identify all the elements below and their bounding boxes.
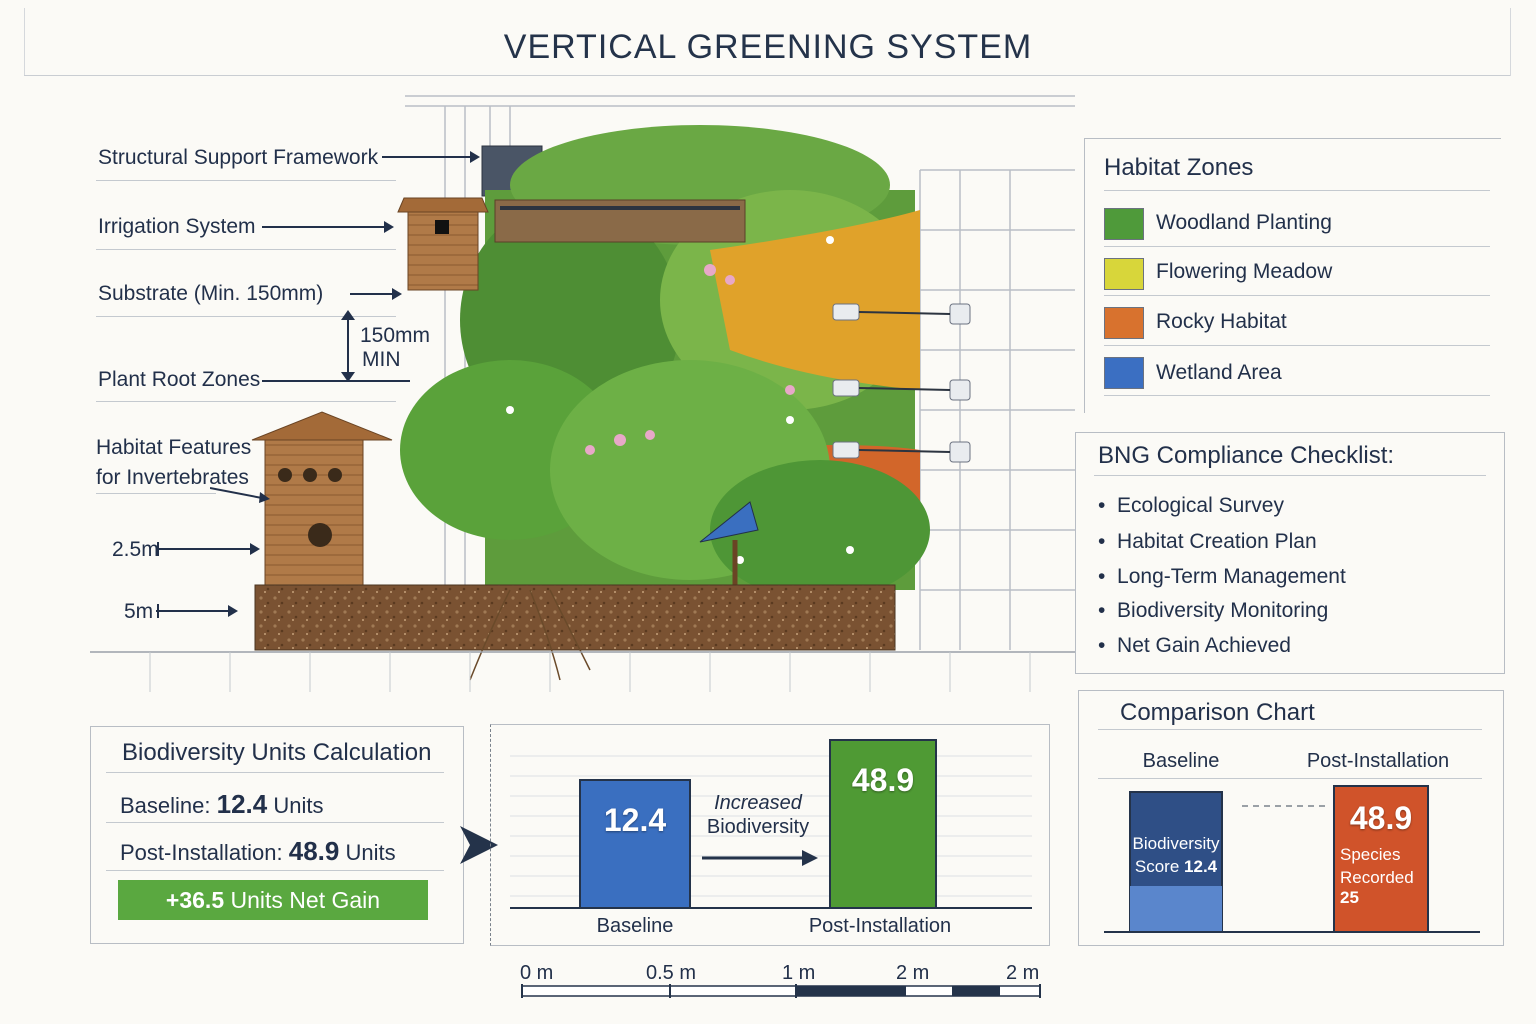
comparison-bar-chart — [1104, 785, 1480, 933]
checklist-item: • Biodiversity Monitoring — [1098, 599, 1329, 622]
checklist-item: • Habitat Creation Plan — [1098, 530, 1317, 553]
comparison-header-post: Post-Installation — [1306, 750, 1450, 772]
center-label-baseline: Baseline — [596, 915, 674, 937]
comparison-baseline-line2: Score 12.4 — [1134, 857, 1218, 876]
title-frame-left — [24, 8, 25, 76]
checklist-panel — [1075, 432, 1505, 674]
zone-rule-3 — [1104, 345, 1490, 346]
depth-dimension-arrow — [341, 310, 355, 382]
calculation-rule-1 — [106, 772, 444, 773]
habitat-zones-rule — [1104, 190, 1490, 191]
zone-wetland-label: Wetland Area — [1156, 361, 1282, 384]
center-bar-chart — [510, 739, 1032, 909]
calculation-rule-3 — [106, 870, 444, 871]
rule-substrate — [96, 316, 396, 317]
post-value: 48.9 — [288, 836, 340, 866]
center-value-post-installation: 48.9 — [851, 762, 915, 798]
zone-rule-4 — [1104, 395, 1490, 396]
label-habitat-features: Habitat Features — [96, 436, 252, 459]
comparison-species-count: 25 — [1340, 888, 1359, 907]
title-divider — [24, 75, 1510, 76]
comparison-post-value: 48.9 — [1349, 800, 1413, 836]
zone-woodland-label: Woodland Planting — [1156, 211, 1332, 234]
depth-min: MIN — [362, 348, 401, 371]
rule-framework — [96, 180, 396, 181]
arrow-framework — [382, 151, 480, 163]
title-frame-right — [1510, 8, 1511, 76]
center-value-baseline: 12.4 — [603, 802, 667, 838]
comparison-post-line1: Species — [1340, 845, 1401, 864]
scale-label-4: 2 m — [1006, 962, 1040, 984]
biodiversity-annotation: Biodiversity — [706, 816, 810, 838]
label-irrigation-system: Irrigation System — [98, 215, 256, 238]
comparison-baseline-line1: Biodiversity — [1132, 834, 1220, 853]
center-bar-post-installation — [829, 739, 937, 909]
zone-rule-2 — [1104, 295, 1490, 296]
arrow-habitat — [210, 487, 270, 503]
center-bar-baseline — [579, 779, 691, 909]
label-for-invertebrates: for Invertebrates — [96, 466, 249, 489]
scale-label-2: 1 m — [782, 962, 816, 984]
zone-rocky-label: Rocky Habitat — [1156, 310, 1287, 333]
arrow-to-chart-icon — [460, 826, 498, 864]
arrow-substrate — [350, 288, 402, 300]
calculation-title: Biodiversity Units Calculation — [122, 739, 432, 766]
arrow-irrigation — [262, 221, 394, 233]
checklist-item: • Ecological Survey — [1098, 494, 1284, 517]
arrow-height-2-5m — [156, 542, 260, 556]
label-plant-root-zones: Plant Root Zones — [98, 368, 261, 391]
increased-annotation: Increased — [714, 792, 802, 814]
label-substrate: Substrate (Min. 150mm) — [98, 282, 324, 305]
comparison-post-line2: Recorded 25 — [1340, 868, 1414, 907]
scale-bar — [521, 984, 1041, 998]
baseline-row: Baseline: 12.4 Units — [120, 789, 324, 819]
scale-label-3: 2 m — [896, 962, 930, 984]
post-installation-row: Post-Installation: 48.9 Units — [120, 836, 396, 866]
page-title: VERTICAL GREENING SYSTEM — [503, 28, 1033, 66]
calculation-rule-2 — [106, 822, 444, 823]
height-label-2-5m: 2.5m — [112, 538, 159, 561]
center-chart-panel — [490, 724, 1050, 946]
habitat-zones-title: Habitat Zones — [1104, 154, 1254, 181]
checklist-rule — [1094, 475, 1486, 476]
comparison-baseline-value: 12.4 — [1184, 857, 1218, 876]
line-root-zones — [262, 380, 410, 382]
zone-rule-1 — [1104, 246, 1490, 247]
habitat-zones-panel — [1084, 138, 1501, 413]
zone-meadow-label: Flowering Meadow — [1156, 260, 1333, 283]
swatch-wetland — [1104, 357, 1144, 389]
living-wall-illustration — [90, 95, 1080, 692]
comparison-rule-1 — [1098, 729, 1482, 730]
rule-irrigation — [96, 249, 396, 250]
rule-roots — [96, 401, 396, 402]
swatch-rocky — [1104, 307, 1144, 339]
scale-label-1: 0.5 m — [646, 962, 697, 984]
scale-label-0: 0 m — [520, 962, 554, 984]
checklist-item: • Long-Term Management — [1098, 565, 1346, 588]
checklist-item: • Net Gain Achieved — [1098, 634, 1291, 657]
baseline-value: 12.4 — [216, 789, 268, 819]
label-structural-support: Structural Support Framework — [98, 146, 379, 169]
comparison-title: Comparison Chart — [1120, 699, 1315, 726]
comparison-rule-2 — [1098, 778, 1482, 779]
swatch-meadow — [1104, 258, 1144, 290]
rule-habitat — [96, 493, 216, 494]
swatch-woodland — [1104, 208, 1144, 240]
depth-value: 150mm — [360, 324, 431, 347]
arrow-height-5m — [156, 604, 238, 618]
net-gain-badge: +36.5 Units Net Gain — [118, 880, 428, 920]
height-label-5m: 5m — [124, 600, 154, 623]
net-gain-value: +36.5 — [165, 887, 225, 913]
center-label-post-installation: Post-Installation — [808, 915, 952, 937]
checklist-title: BNG Compliance Checklist: — [1098, 442, 1395, 469]
comparison-header-baseline: Baseline — [1142, 750, 1220, 772]
